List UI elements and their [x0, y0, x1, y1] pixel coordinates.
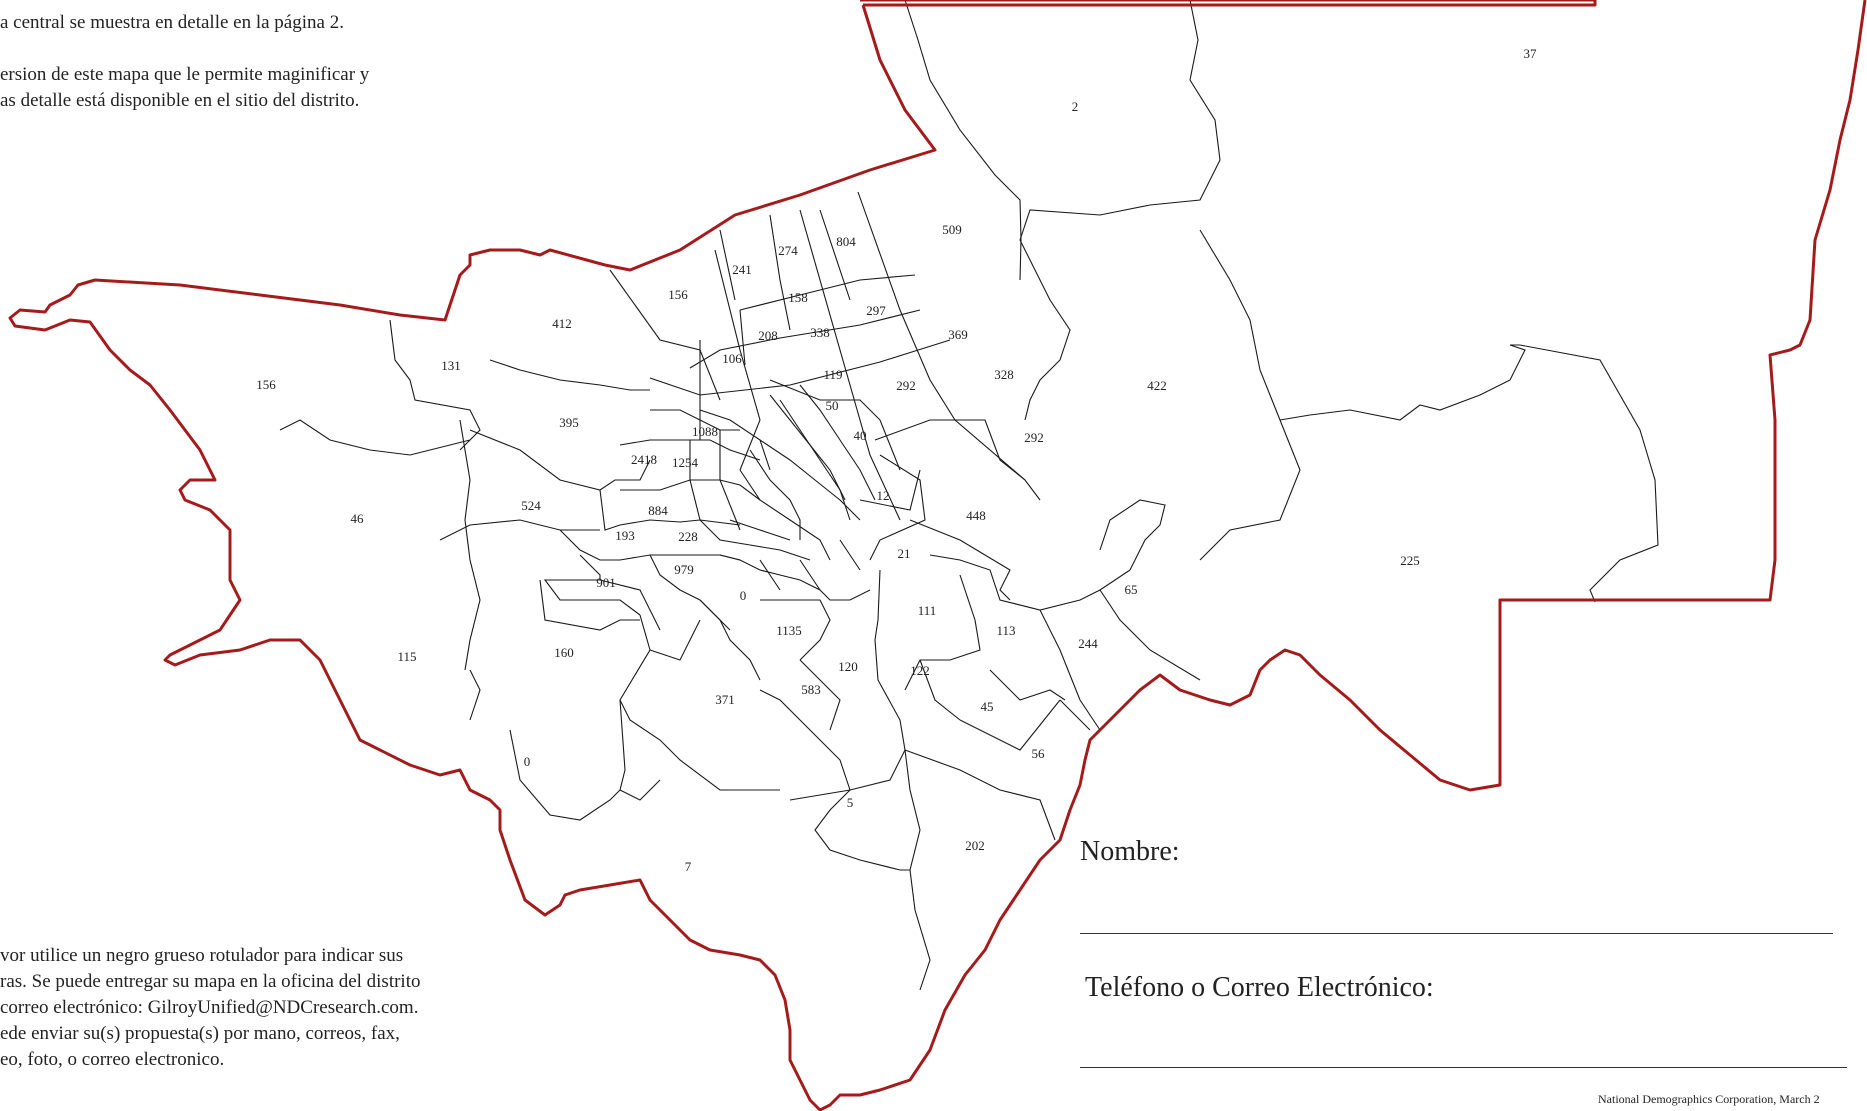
tract-label: 338 — [810, 325, 830, 340]
tract-label: 583 — [801, 682, 821, 697]
tract-label: 122 — [910, 663, 930, 678]
tract-label: 208 — [758, 328, 778, 343]
contact-field-label: Teléfono o Correo Electrónico: — [1085, 972, 1434, 1003]
tract-label: 202 — [965, 838, 985, 853]
tract-label: 156 — [256, 377, 276, 392]
tract-label: 225 — [1400, 553, 1420, 568]
contact-field-line[interactable] — [1080, 1067, 1847, 1068]
tract-label: 193 — [615, 528, 635, 543]
credit-footer: National Demographics Corporation, March… — [1598, 1092, 1820, 1106]
tract-label: 115 — [397, 649, 416, 664]
name-field-label: Nombre: — [1080, 836, 1180, 867]
tract-label: 292 — [1024, 430, 1044, 445]
tract-label: 12 — [877, 488, 890, 503]
tract-label: 131 — [441, 358, 461, 373]
tract-label: 65 — [1125, 582, 1138, 597]
tract-label: 244 — [1078, 636, 1098, 651]
tract-label: 371 — [715, 692, 735, 707]
tract-label: 50 — [826, 398, 839, 413]
tract-label: 40 — [854, 428, 867, 443]
tract-label: 21 — [898, 546, 911, 561]
tract-label: 509 — [942, 222, 962, 237]
tract-label: 156 — [668, 287, 688, 302]
tract-label: 412 — [552, 316, 572, 331]
note-line: eo, foto, o correo electronico. — [0, 1049, 225, 1070]
instructions-top: a central se muestra en detalle en la pá… — [0, 10, 369, 114]
tract-label: 1254 — [672, 455, 699, 470]
tract-label: 120 — [838, 659, 858, 674]
tract-label: 5 — [847, 795, 854, 810]
note-line: ersion de este mapa que le permite magin… — [0, 64, 370, 85]
tract-lines — [279, 0, 1659, 991]
tract-label: 158 — [788, 290, 808, 305]
tract-label: 46 — [351, 511, 365, 526]
tract-label: 2 — [1072, 99, 1079, 114]
tract-label: 274 — [778, 243, 798, 258]
tract-label: 395 — [559, 415, 579, 430]
tract-label: 241 — [732, 262, 752, 277]
tract-label: 7 — [685, 859, 692, 874]
instructions-bottom: vor utilice un negro grueso rotulador pa… — [0, 943, 421, 1073]
note-line: ras. Se puede entregar su mapa en la ofi… — [0, 971, 421, 992]
tract-label: 448 — [966, 508, 986, 523]
note-line: correo electrónico: GilroyUnified@NDCres… — [0, 997, 419, 1018]
tract-label: 119 — [823, 367, 842, 382]
tract-label: 113 — [996, 623, 1015, 638]
tract-labels: 37 2 509 804 274 241 158 156 297 338 208 412 369 156 1… — [256, 46, 1537, 874]
tract-label: 901 — [596, 575, 616, 590]
tract-label: 45 — [981, 699, 994, 714]
tract-label: 0 — [524, 754, 531, 769]
tract-label: 1088 — [692, 424, 718, 439]
tract-label: 292 — [896, 378, 916, 393]
tract-label: 979 — [674, 562, 694, 577]
tract-label: 2418 — [631, 452, 657, 467]
tract-label: 106 — [722, 351, 742, 366]
note-line: vor utilice un negro grueso rotulador pa… — [0, 945, 404, 966]
note-line: ede enviar su(s) propuesta(s) por mano, … — [0, 1023, 400, 1044]
tract-label: 228 — [678, 529, 698, 544]
tract-label: 524 — [521, 498, 541, 513]
tract-label: 1135 — [776, 623, 802, 638]
tract-label: 884 — [648, 503, 668, 518]
tract-label: 369 — [948, 327, 968, 342]
tract-label: 56 — [1032, 746, 1046, 761]
tract-label: 422 — [1147, 378, 1167, 393]
tract-label: 160 — [554, 645, 574, 660]
district-boundary — [8, 0, 1867, 1111]
note-line: a central se muestra en detalle en la pá… — [0, 12, 344, 33]
note-line — [0, 36, 369, 62]
tract-label: 111 — [918, 603, 937, 618]
tract-label: 328 — [994, 367, 1014, 382]
name-field-line[interactable] — [1080, 933, 1833, 934]
tract-label: 804 — [836, 234, 856, 249]
tract-label: 0 — [740, 588, 747, 603]
note-line: as detalle está disponible en el sitio d… — [0, 90, 360, 111]
tract-label: 297 — [866, 303, 886, 318]
tract-label: 37 — [1524, 46, 1538, 61]
